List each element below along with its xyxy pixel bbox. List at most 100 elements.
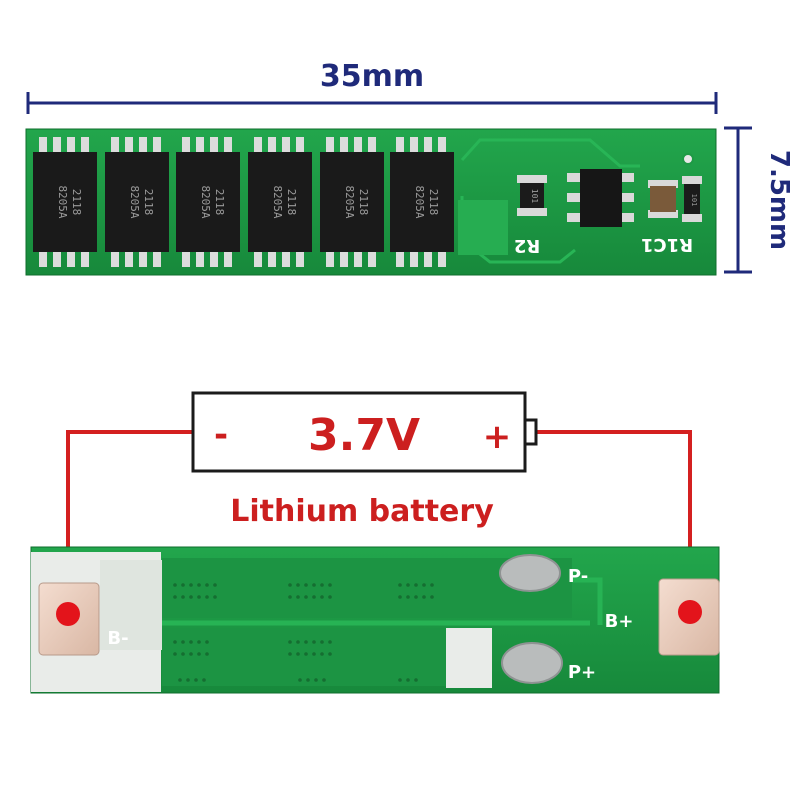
mosfet-chip-marking: 8205A	[199, 185, 212, 218]
width-dimension-label: 35mm	[320, 59, 424, 94]
battery-body	[191, 391, 527, 473]
mosfet-chip-marking: 2118	[357, 189, 370, 216]
mosfet-chip-pin	[53, 137, 61, 153]
bottom-pcb-via	[398, 595, 402, 599]
bottom-pcb-via	[178, 678, 182, 682]
capacitor-c1-pad	[648, 180, 678, 188]
bottom-pcb-via	[194, 678, 198, 682]
mosfet-chip-pin	[254, 137, 262, 153]
mosfet-chip-marking: 2118	[213, 189, 226, 216]
bottom-pcb-via	[197, 640, 201, 644]
protection-ic-pin	[620, 193, 634, 202]
battery-caption: Lithium battery	[230, 494, 494, 529]
mosfet-chip-marking: 2118	[427, 189, 440, 216]
bottom-pcb-via	[298, 678, 302, 682]
bottom-pcb-via	[304, 652, 308, 656]
mosfet-chip-pin	[326, 251, 334, 267]
top-pcb-trace	[460, 138, 640, 168]
mosfet-chip-pin	[282, 251, 290, 267]
bottom-pcb-via	[296, 583, 300, 587]
mosfet-chip-marking: 8205A	[343, 185, 356, 218]
mosfet-chip-pin	[53, 251, 61, 267]
mosfet-chip-pin	[67, 137, 75, 153]
mosfet-chip-pin	[340, 251, 348, 267]
bottom-pcb-via	[296, 652, 300, 656]
top-pcb-copper-pour	[458, 200, 508, 255]
bottom-pcb-via	[181, 652, 185, 656]
mosfet-chip-pin	[196, 251, 204, 267]
mosfet-chip-pin	[354, 251, 362, 267]
mosfet-chip-pin	[410, 251, 418, 267]
silk-label-r2: R2	[514, 235, 540, 256]
bottom-pcb: B- B+ P- P+	[30, 546, 720, 694]
battery-terminal	[523, 418, 538, 446]
mosfet-chip-pin	[210, 251, 218, 267]
mosfet-chip-pin	[210, 137, 218, 153]
mosfet-chip-pin	[224, 137, 232, 153]
mosfet-chip-pin	[368, 137, 376, 153]
bottom-pcb-via	[181, 595, 185, 599]
bottom-pcb-track	[162, 628, 447, 686]
bottom-pcb-via	[296, 640, 300, 644]
mosfet-chip-pin	[153, 137, 161, 153]
resistor-r1: 101	[682, 176, 702, 222]
bottom-pcb-via	[328, 640, 332, 644]
mosfet-chip-pin	[438, 137, 446, 153]
height-dimension-label: 7.5mm	[764, 150, 794, 250]
battery: - 3.7V + Lithium battery	[66, 391, 692, 614]
mosfet-chip-pin	[396, 251, 404, 267]
bottom-pcb-via	[205, 583, 209, 587]
resistor-r2-code: 101	[530, 189, 539, 204]
battery-minus-label: -	[214, 415, 228, 455]
mosfet-chip-pin	[296, 251, 304, 267]
resistor-r2: 101	[517, 175, 547, 216]
mosfet-chip-pin	[81, 137, 89, 153]
bottom-pcb-via	[312, 640, 316, 644]
bottom-pcb-via-group	[173, 583, 434, 682]
bottom-pcb-via	[430, 595, 434, 599]
resistor-r2-body	[520, 183, 544, 208]
mosfet-chip-body	[320, 152, 384, 252]
bottom-pcb-small-pad	[446, 628, 492, 688]
mosfet-chip-marking: 8205A	[271, 185, 284, 218]
bottom-pcb-via	[406, 583, 410, 587]
bottom-pcb-via	[422, 595, 426, 599]
top-pcb-via	[682, 153, 694, 165]
bottom-pcb-via	[173, 652, 177, 656]
mosfet-chip-body	[105, 152, 169, 252]
bottom-pcb-via	[406, 678, 410, 682]
resistor-r1-pad	[682, 176, 702, 184]
b-plus-label: B+	[605, 611, 634, 632]
bottom-pcb-via	[205, 652, 209, 656]
bottom-pcb-via	[213, 595, 217, 599]
mosfet-chip-pin	[196, 137, 204, 153]
protection-ic-pin	[620, 173, 634, 182]
bottom-pcb-via	[181, 583, 185, 587]
bottom-pcb-via	[414, 595, 418, 599]
mosfet-chip-body	[390, 152, 454, 252]
bottom-pcb-via	[197, 583, 201, 587]
capacitor-c1-pad	[648, 210, 678, 218]
mosfet-chip-pin	[224, 251, 232, 267]
bottom-pcb-via	[288, 640, 292, 644]
mosfet-chip-pin	[368, 251, 376, 267]
mosfet-chip-pin	[125, 251, 133, 267]
bottom-pcb-via	[288, 595, 292, 599]
bottom-pcb-via	[205, 640, 209, 644]
mosfet-chip-pin	[396, 137, 404, 153]
bottom-pcb-via	[320, 652, 324, 656]
bottom-pcb-via	[414, 583, 418, 587]
bottom-pcb-via	[312, 583, 316, 587]
bottom-pcb-via	[328, 652, 332, 656]
bottom-pcb-via	[312, 595, 316, 599]
bottom-pcb-via	[320, 640, 324, 644]
mosfet-chip-pin	[39, 137, 47, 153]
resistor-r2-pad	[517, 208, 547, 216]
mosfet-chip-marking: 2118	[285, 189, 298, 216]
battery-voltage-label: 3.7V	[308, 410, 420, 461]
mosfet-chip-pin	[125, 137, 133, 153]
bottom-pcb-via	[320, 595, 324, 599]
